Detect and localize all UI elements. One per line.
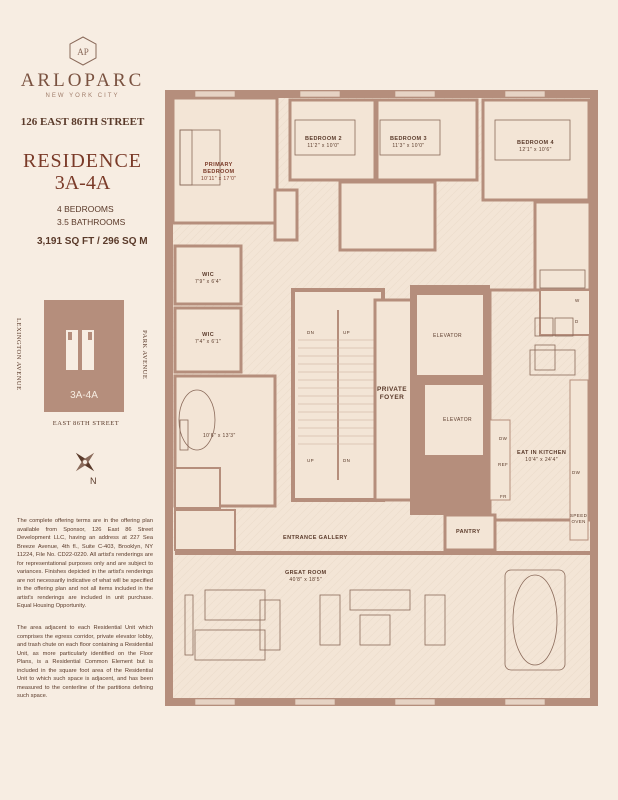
svg-text:AP: AP: [77, 47, 89, 57]
key-plan: [44, 300, 124, 412]
stair-label-dn-2: DN: [343, 458, 351, 463]
key-plan-building-icon: [66, 330, 94, 370]
street-label-east: PARK AVENUE: [141, 330, 148, 380]
room-label-great-room: GREAT ROOM 40'8" x 18'5": [285, 570, 327, 584]
appliance-label-dw-1: DW: [499, 436, 508, 441]
unit-area: 3,191 SQ FT / 296 SQ M: [37, 236, 148, 247]
brand-name: ARLOPARC: [20, 70, 145, 91]
compass-icon: [75, 452, 95, 472]
room-label-bedroom-2: BEDROOM 2 11'2" x 10'0": [305, 136, 342, 150]
stair-label-up-1: UP: [343, 330, 351, 335]
arloparc-logo-icon: AP: [69, 36, 97, 66]
room-label-private-foyer: PRIVATE FOYER: [377, 386, 408, 402]
residence-unit: 3A-4A: [54, 172, 111, 194]
compass-north-label: N: [90, 476, 97, 486]
appliance-label-dryer: D: [575, 319, 579, 324]
residence-title: RESIDENCE: [23, 150, 142, 172]
appliance-label-speed-oven: SPEED OVEN: [570, 513, 588, 524]
floor-plan: PRIMARY BEDROOM 10'11" x 17'0" BEDROOM 2…: [165, 90, 598, 706]
floor-plan-drawing: [165, 90, 598, 706]
room-label-bedroom-4: BEDROOM 4 12'1" x 10'6": [517, 140, 554, 154]
appliance-label-ref: REF: [498, 462, 509, 467]
area-disclaimer: The area adjacent to each Residential Un…: [17, 625, 153, 700]
stair-label-dn-1: DN: [307, 330, 315, 335]
room-label-eat-in-kitchen: EAT IN KITCHEN 10'4" x 24'4": [517, 450, 567, 464]
bedroom-count: 4 BEDROOMS: [57, 204, 114, 214]
bathroom-count: 3.5 BATHROOMS: [57, 217, 126, 227]
street-label-south: EAST 86TH STREET: [52, 420, 120, 427]
appliance-label-fr: FR: [500, 494, 507, 499]
legal-disclaimer: The complete offering terms are in the o…: [17, 518, 153, 610]
room-label-elevator-1: ELEVATOR: [433, 333, 463, 339]
room-label-bedroom-3: BEDROOM 3 11'3" x 10'0": [390, 136, 427, 150]
building-address: 126 EAST 86TH STREET: [20, 116, 145, 128]
room-label-primary-bedroom: PRIMARY BEDROOM 10'11" x 17'0": [201, 162, 237, 183]
brand-subtitle: NEW YORK CITY: [45, 93, 120, 99]
stair-label-up-2: UP: [307, 458, 315, 463]
key-plan-unit-label: 3A-4A: [70, 390, 98, 401]
room-label-primary-bath: 10'6" x 13'3": [203, 433, 236, 439]
room-label-wic-2: WIC 7'4" x 6'1": [195, 332, 222, 346]
room-label-pantry: PANTRY: [456, 529, 481, 535]
room-label-elevator-2: ELEVATOR: [443, 417, 473, 423]
appliance-label-dw-2: DW: [572, 470, 581, 475]
street-label-west: LEXINGTON AVENUE: [15, 318, 22, 391]
room-label-wic-1: WIC 7'9" x 6'4": [195, 272, 222, 286]
appliance-label-washer: W: [575, 298, 580, 303]
room-label-entrance-gallery: ENTRANCE GALLERY: [283, 535, 348, 541]
info-panel: AP ARLOPARC NEW YORK CITY 126 EAST 86TH …: [0, 0, 165, 800]
